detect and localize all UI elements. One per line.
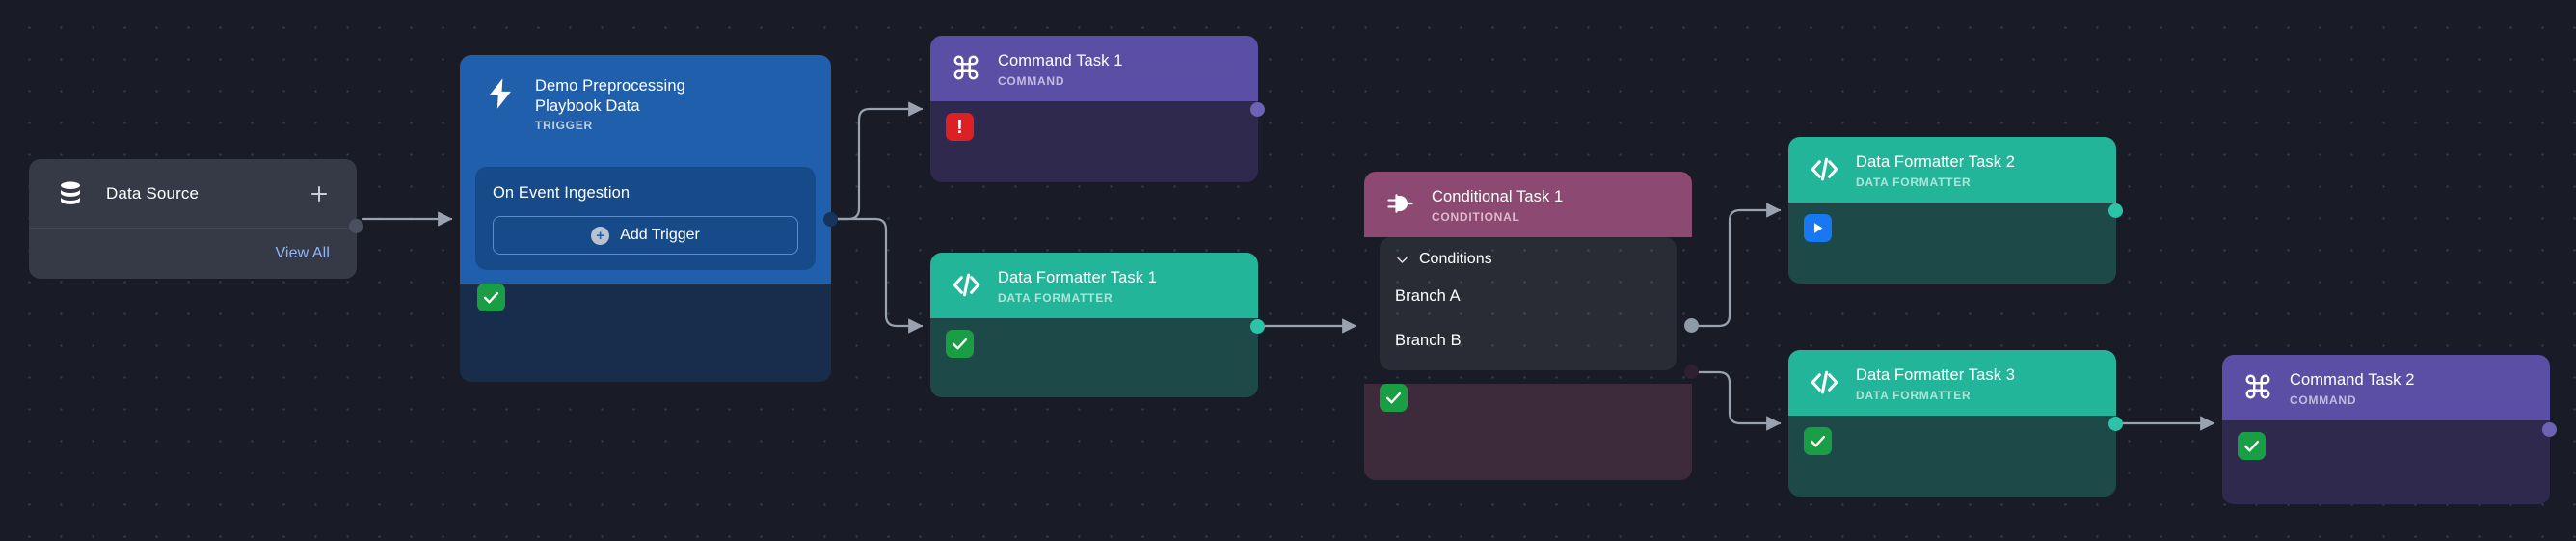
conditional-task-1-header: Conditional Task 1 CONDITIONAL — [1364, 172, 1692, 238]
formatter-task-1-output-port[interactable] — [1250, 319, 1265, 334]
formatter-task-3-body — [1788, 416, 2116, 497]
trigger-status-area — [460, 284, 831, 311]
command-task-2-body — [2222, 420, 2550, 504]
formatter-task-2-output-port[interactable] — [2108, 203, 2123, 218]
formatter-task-1-subtitle: DATA FORMATTER — [998, 290, 1114, 305]
add-trigger-button[interactable]: + Add Trigger — [493, 216, 798, 255]
code-brackets-icon — [1808, 365, 1840, 398]
data-source-title: Data Source — [106, 183, 200, 203]
status-badge-success — [1380, 384, 1408, 413]
edge-branch-a-to-formatter-2 — [1697, 203, 1782, 328]
edge-trigger-to-formatter-1 — [836, 217, 924, 334]
formatter-task-3-header: Data Formatter Task 3 DATA FORMATTER — [1788, 350, 2116, 417]
status-badge-success — [1804, 427, 1832, 456]
command-icon — [950, 51, 982, 84]
node-command-task-1[interactable]: Command Task 1 COMMAND ! — [930, 36, 1265, 182]
formatter-task-1-title: Data Formatter Task 1 — [998, 269, 1158, 286]
command-task-2-title: Command Task 2 — [2290, 371, 2415, 389]
command-task-1-output-port[interactable] — [1250, 102, 1265, 117]
status-badge-error: ! — [946, 113, 974, 142]
edge-branch-b-to-formatter-3 — [1697, 370, 1782, 431]
trigger-subtitle: TRIGGER — [535, 119, 593, 133]
command-task-1-header: Command Task 1 COMMAND — [930, 36, 1258, 102]
database-icon — [56, 179, 85, 208]
conditions-label: Conditions — [1419, 251, 1492, 268]
command-icon — [2241, 370, 2274, 403]
trigger-node[interactable]: Demo Preprocessing Playbook Data TRIGGER… — [460, 55, 838, 382]
node-data-formatter-task-3[interactable]: Data Formatter Task 3 DATA FORMATTER — [1788, 350, 2123, 497]
formatter-task-1-header: Data Formatter Task 1 DATA FORMATTER — [930, 253, 1258, 319]
trigger-header: Demo Preprocessing Playbook Data TRIGGER — [460, 55, 831, 167]
status-badge-success — [2238, 432, 2266, 461]
exclamation-icon: ! — [956, 116, 963, 138]
conditional-task-1-subtitle: CONDITIONAL — [1432, 209, 1520, 224]
formatter-task-3-title: Data Formatter Task 3 — [1856, 366, 2016, 384]
node-conditional-task-1[interactable]: Conditional Task 1 CONDITIONAL Condition… — [1364, 172, 1699, 480]
conditions-panel: Conditions Branch A Branch B — [1380, 237, 1677, 371]
command-task-2-header: Command Task 2 COMMAND — [2222, 355, 2550, 421]
add-trigger-label: Add Trigger — [620, 227, 700, 243]
plus-icon[interactable] — [307, 181, 332, 206]
trigger-output-port[interactable] — [823, 212, 838, 227]
code-brackets-icon — [950, 268, 982, 301]
formatter-task-3-subtitle: DATA FORMATTER — [1856, 388, 1972, 402]
formatter-task-2-subtitle: DATA FORMATTER — [1856, 175, 1972, 189]
command-task-1-body: ! — [930, 101, 1258, 182]
formatter-task-2-title: Data Formatter Task 2 — [1856, 153, 2016, 171]
data-source-card[interactable]: Data Source View All — [29, 159, 363, 279]
formatter-task-2-body — [1788, 203, 2116, 284]
status-badge-success — [946, 330, 974, 359]
conditional-task-1-body — [1364, 384, 1692, 480]
branch-b-label: Branch B — [1395, 331, 1462, 349]
conditional-logic-icon — [1383, 187, 1416, 220]
branch-a-output-port[interactable] — [1684, 318, 1699, 333]
status-badge-success — [477, 284, 505, 311]
formatter-task-2-header: Data Formatter Task 2 DATA FORMATTER — [1788, 137, 2116, 203]
branch-a-label: Branch A — [1395, 286, 1461, 305]
branch-a-row[interactable]: Branch A — [1395, 282, 1661, 311]
trigger-title: Demo Preprocessing Playbook Data — [535, 77, 685, 115]
code-brackets-icon — [1808, 152, 1840, 185]
edge-trigger-to-command-1 — [836, 101, 924, 221]
view-all-link[interactable]: View All — [275, 244, 330, 261]
node-data-formatter-task-1[interactable]: Data Formatter Task 1 DATA FORMATTER — [930, 253, 1265, 397]
node-data-formatter-task-2[interactable]: Data Formatter Task 2 DATA FORMATTER — [1788, 137, 2123, 284]
data-source-footer: View All — [29, 229, 357, 278]
status-badge-running — [1804, 214, 1832, 243]
chevron-down-icon — [1395, 253, 1409, 267]
conditions-toggle[interactable]: Conditions — [1395, 251, 1661, 268]
trigger-event-label: On Event Ingestion — [493, 184, 631, 202]
command-task-2-subtitle: COMMAND — [2290, 392, 2357, 407]
lightning-bolt-icon — [483, 76, 518, 111]
trigger-config-area: On Event Ingestion + Add Trigger — [460, 167, 831, 284]
command-task-1-subtitle: COMMAND — [998, 73, 1065, 88]
formatter-task-3-output-port[interactable] — [2108, 417, 2123, 431]
conditional-task-1-title: Conditional Task 1 — [1432, 188, 1564, 205]
formatter-task-1-body — [930, 318, 1258, 397]
node-command-task-2[interactable]: Command Task 2 COMMAND — [2222, 355, 2557, 504]
data-source-output-port[interactable] — [349, 219, 363, 233]
plus-circle-icon: + — [591, 226, 610, 245]
command-task-2-output-port[interactable] — [2542, 422, 2557, 437]
data-source-header: Data Source — [29, 159, 357, 229]
command-task-1-title: Command Task 1 — [998, 52, 1123, 69]
branch-b-output-port[interactable] — [1684, 365, 1699, 379]
trigger-panel: On Event Ingestion + Add Trigger — [475, 167, 816, 270]
branch-b-row[interactable]: Branch B — [1395, 326, 1661, 355]
